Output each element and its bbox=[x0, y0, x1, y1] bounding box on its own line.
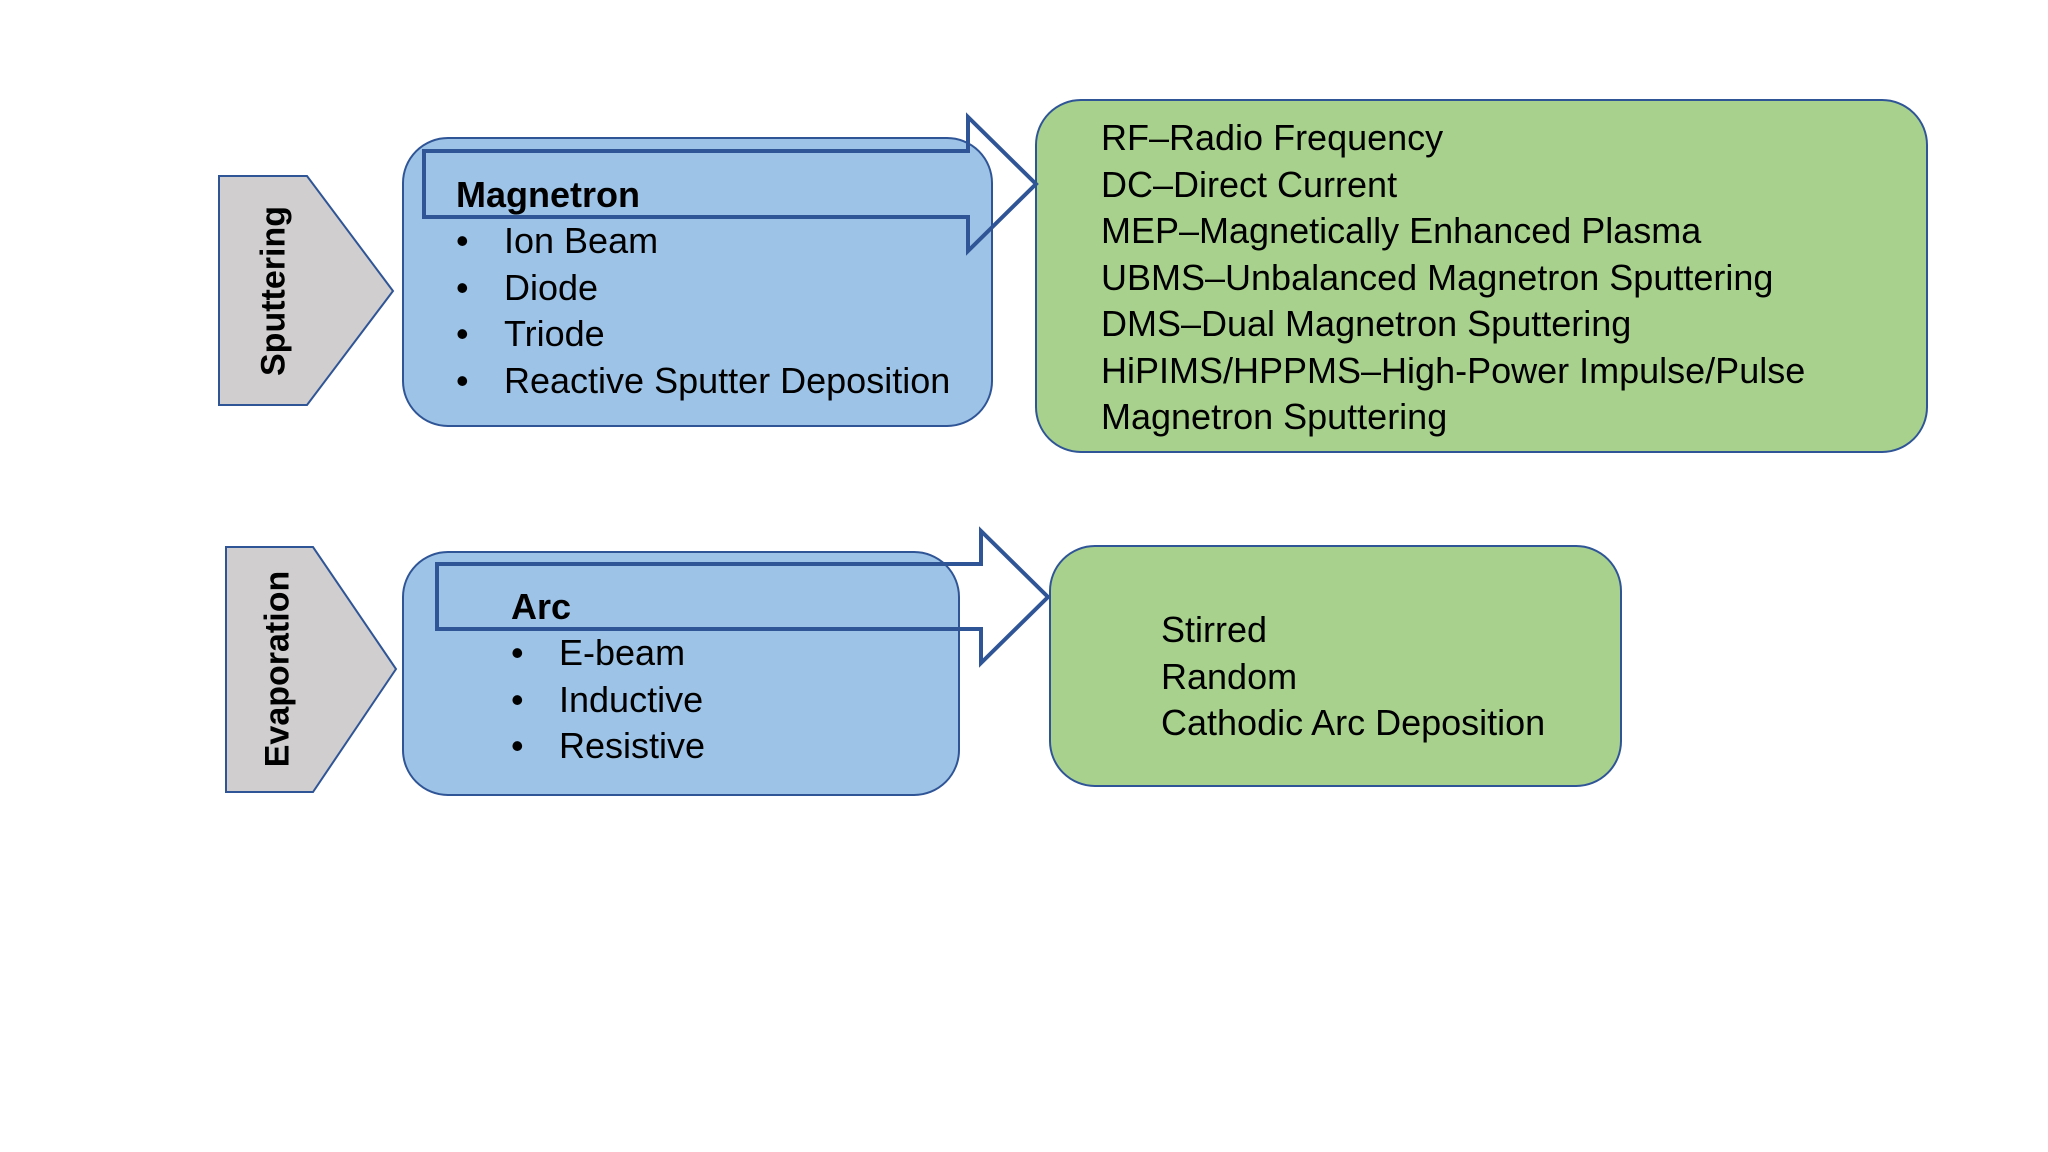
bullet-item: Ion Beam bbox=[456, 218, 950, 265]
sputtering-bullet-list: Ion Beam Diode Triode Reactive Sputter D… bbox=[456, 218, 950, 405]
evaporation-details-box bbox=[1049, 545, 1622, 787]
detail-item: Random bbox=[1161, 655, 1298, 697]
detail-item: Magnetron Sputtering bbox=[1101, 396, 1448, 437]
evaporation-bullet-list: E-beam Inductive Resistive bbox=[511, 630, 705, 770]
sputtering-detail-list: RF–Radio Frequency DC–Direct Current MEP… bbox=[1101, 115, 1805, 441]
sputtering-chevron bbox=[218, 175, 395, 406]
bullet-item: E-beam bbox=[511, 630, 705, 677]
detail-item: Stirred bbox=[1161, 609, 1268, 650]
detail-item: Cathodic Arc Deposition bbox=[1161, 702, 1546, 743]
bullet-item: Inductive bbox=[511, 677, 705, 724]
evaporation-chevron bbox=[225, 546, 398, 793]
sputtering-details-box bbox=[1035, 99, 1928, 453]
detail-item: HiPIMS/HPPMS–High-Power Impulse/Pulse bbox=[1101, 349, 1806, 391]
detail-item: MEP–Magnetically Enhanced Plasma bbox=[1101, 210, 1702, 251]
detail-item: DMS–Dual Magnetron Sputtering bbox=[1101, 303, 1632, 344]
evaporation-detail-list: Stirred Random Cathodic Arc Deposition bbox=[1161, 607, 1545, 747]
detail-item: DC–Direct Current bbox=[1101, 163, 1398, 205]
magnetron-heading: Magnetron bbox=[456, 174, 640, 215]
bullet-item: Triode bbox=[456, 311, 950, 358]
arc-arrow-outline bbox=[435, 526, 1051, 668]
detail-item: RF–Radio Frequency bbox=[1101, 117, 1444, 158]
arc-heading: Arc bbox=[511, 586, 572, 627]
magnetron-arrow-outline bbox=[422, 112, 1039, 256]
bullet-item: Resistive bbox=[511, 723, 705, 770]
detail-item: UBMS–Unbalanced Magnetron Sputtering bbox=[1101, 256, 1774, 298]
bullet-item: Diode bbox=[456, 265, 950, 312]
bullet-item: Reactive Sputter Deposition bbox=[456, 358, 950, 405]
